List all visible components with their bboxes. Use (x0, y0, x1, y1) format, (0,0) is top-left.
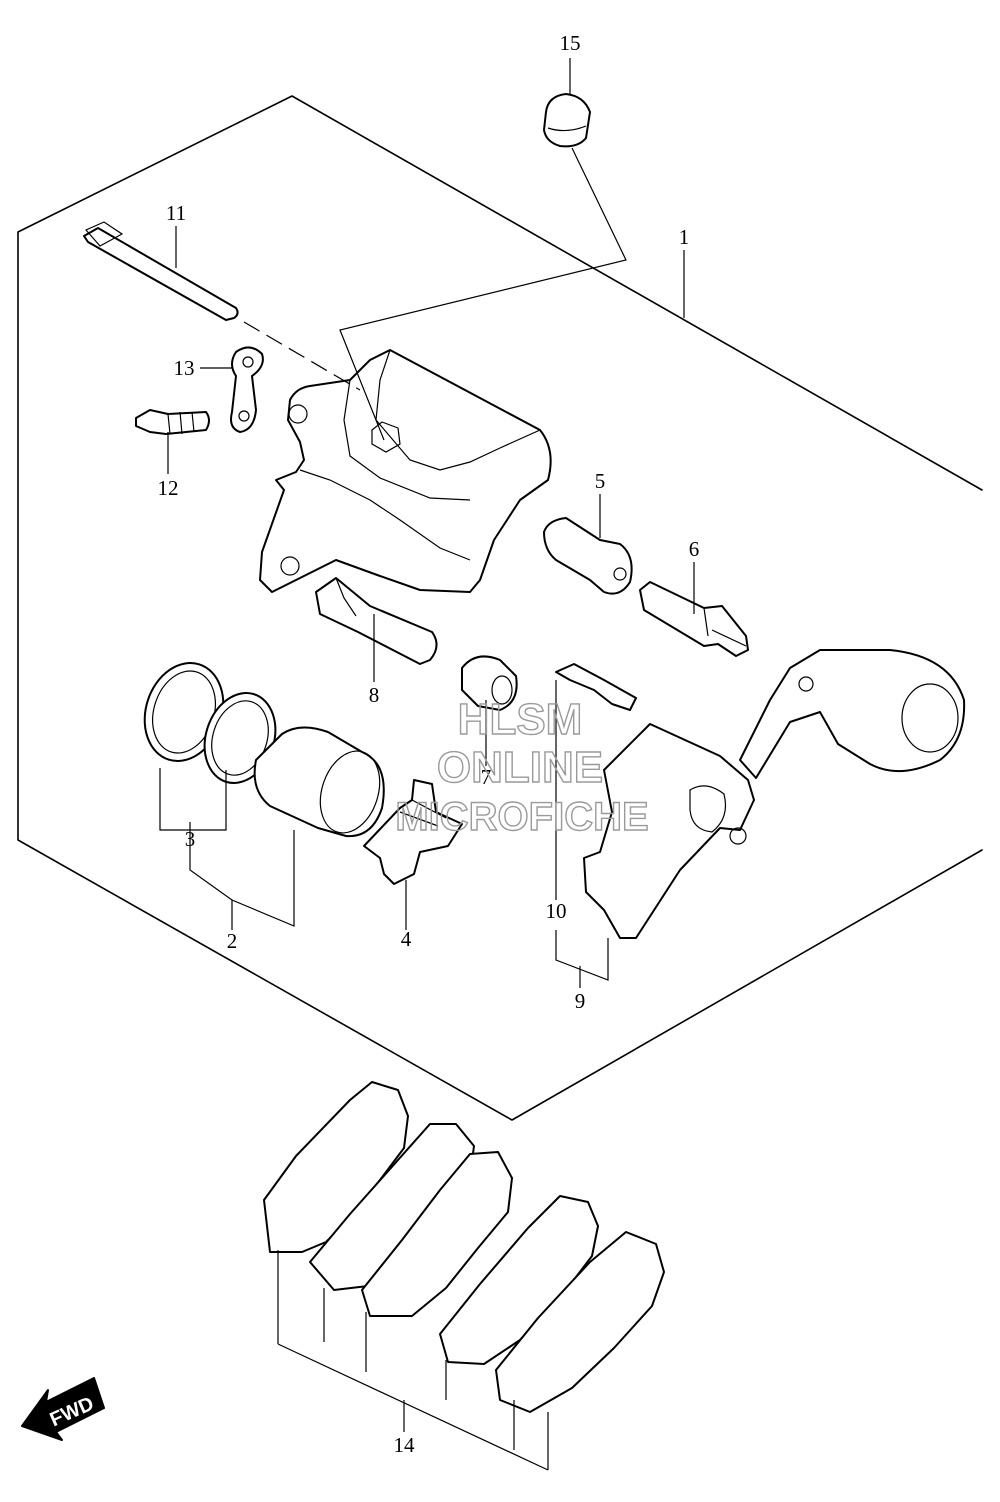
watermark-line-1: HLSM (458, 695, 583, 744)
callout-14: 14 (394, 1433, 416, 1457)
leader-lines (159, 58, 695, 1432)
part-boot (543, 517, 633, 595)
part-slide-pin (315, 577, 438, 665)
part-bolt (639, 581, 749, 657)
watermark: HLSM ONLINE MICROFICHE (395, 694, 650, 839)
callout-9: 9 (575, 989, 586, 1013)
callout-3: 3 (185, 827, 196, 851)
part-bleeder-valve (135, 409, 210, 435)
part-bracket (230, 346, 264, 433)
callout-4: 4 (401, 927, 412, 951)
callout-8: 8 (369, 683, 380, 707)
callout-11: 11 (166, 201, 186, 225)
callout-12: 12 (158, 476, 179, 500)
watermark-line-2: ONLINE (437, 743, 603, 792)
callout-13: 13 (174, 356, 195, 380)
assembly-frame (17, 95, 983, 1121)
part-piston (253, 726, 385, 838)
part-pad-spring (555, 663, 637, 711)
callout-7: 7 (481, 765, 492, 789)
part-pin (83, 221, 239, 321)
callout-1: 1 (679, 225, 690, 249)
part-caliper-bracket (583, 649, 966, 939)
watermark-line-3: MICROFICHE (395, 795, 648, 839)
part-brake-pads (263, 1081, 665, 1471)
callout-5: 5 (595, 469, 606, 493)
part-cap (543, 93, 591, 148)
part-caliper-body (259, 349, 552, 593)
callout-10: 10 (546, 899, 567, 923)
callout-2: 2 (227, 929, 238, 953)
callout-6: 6 (689, 537, 700, 561)
part-boot-small (461, 655, 518, 711)
part-clip (363, 779, 463, 885)
callout-15: 15 (560, 31, 581, 55)
forward-direction-arrow-icon: FWD (21, 1377, 105, 1441)
